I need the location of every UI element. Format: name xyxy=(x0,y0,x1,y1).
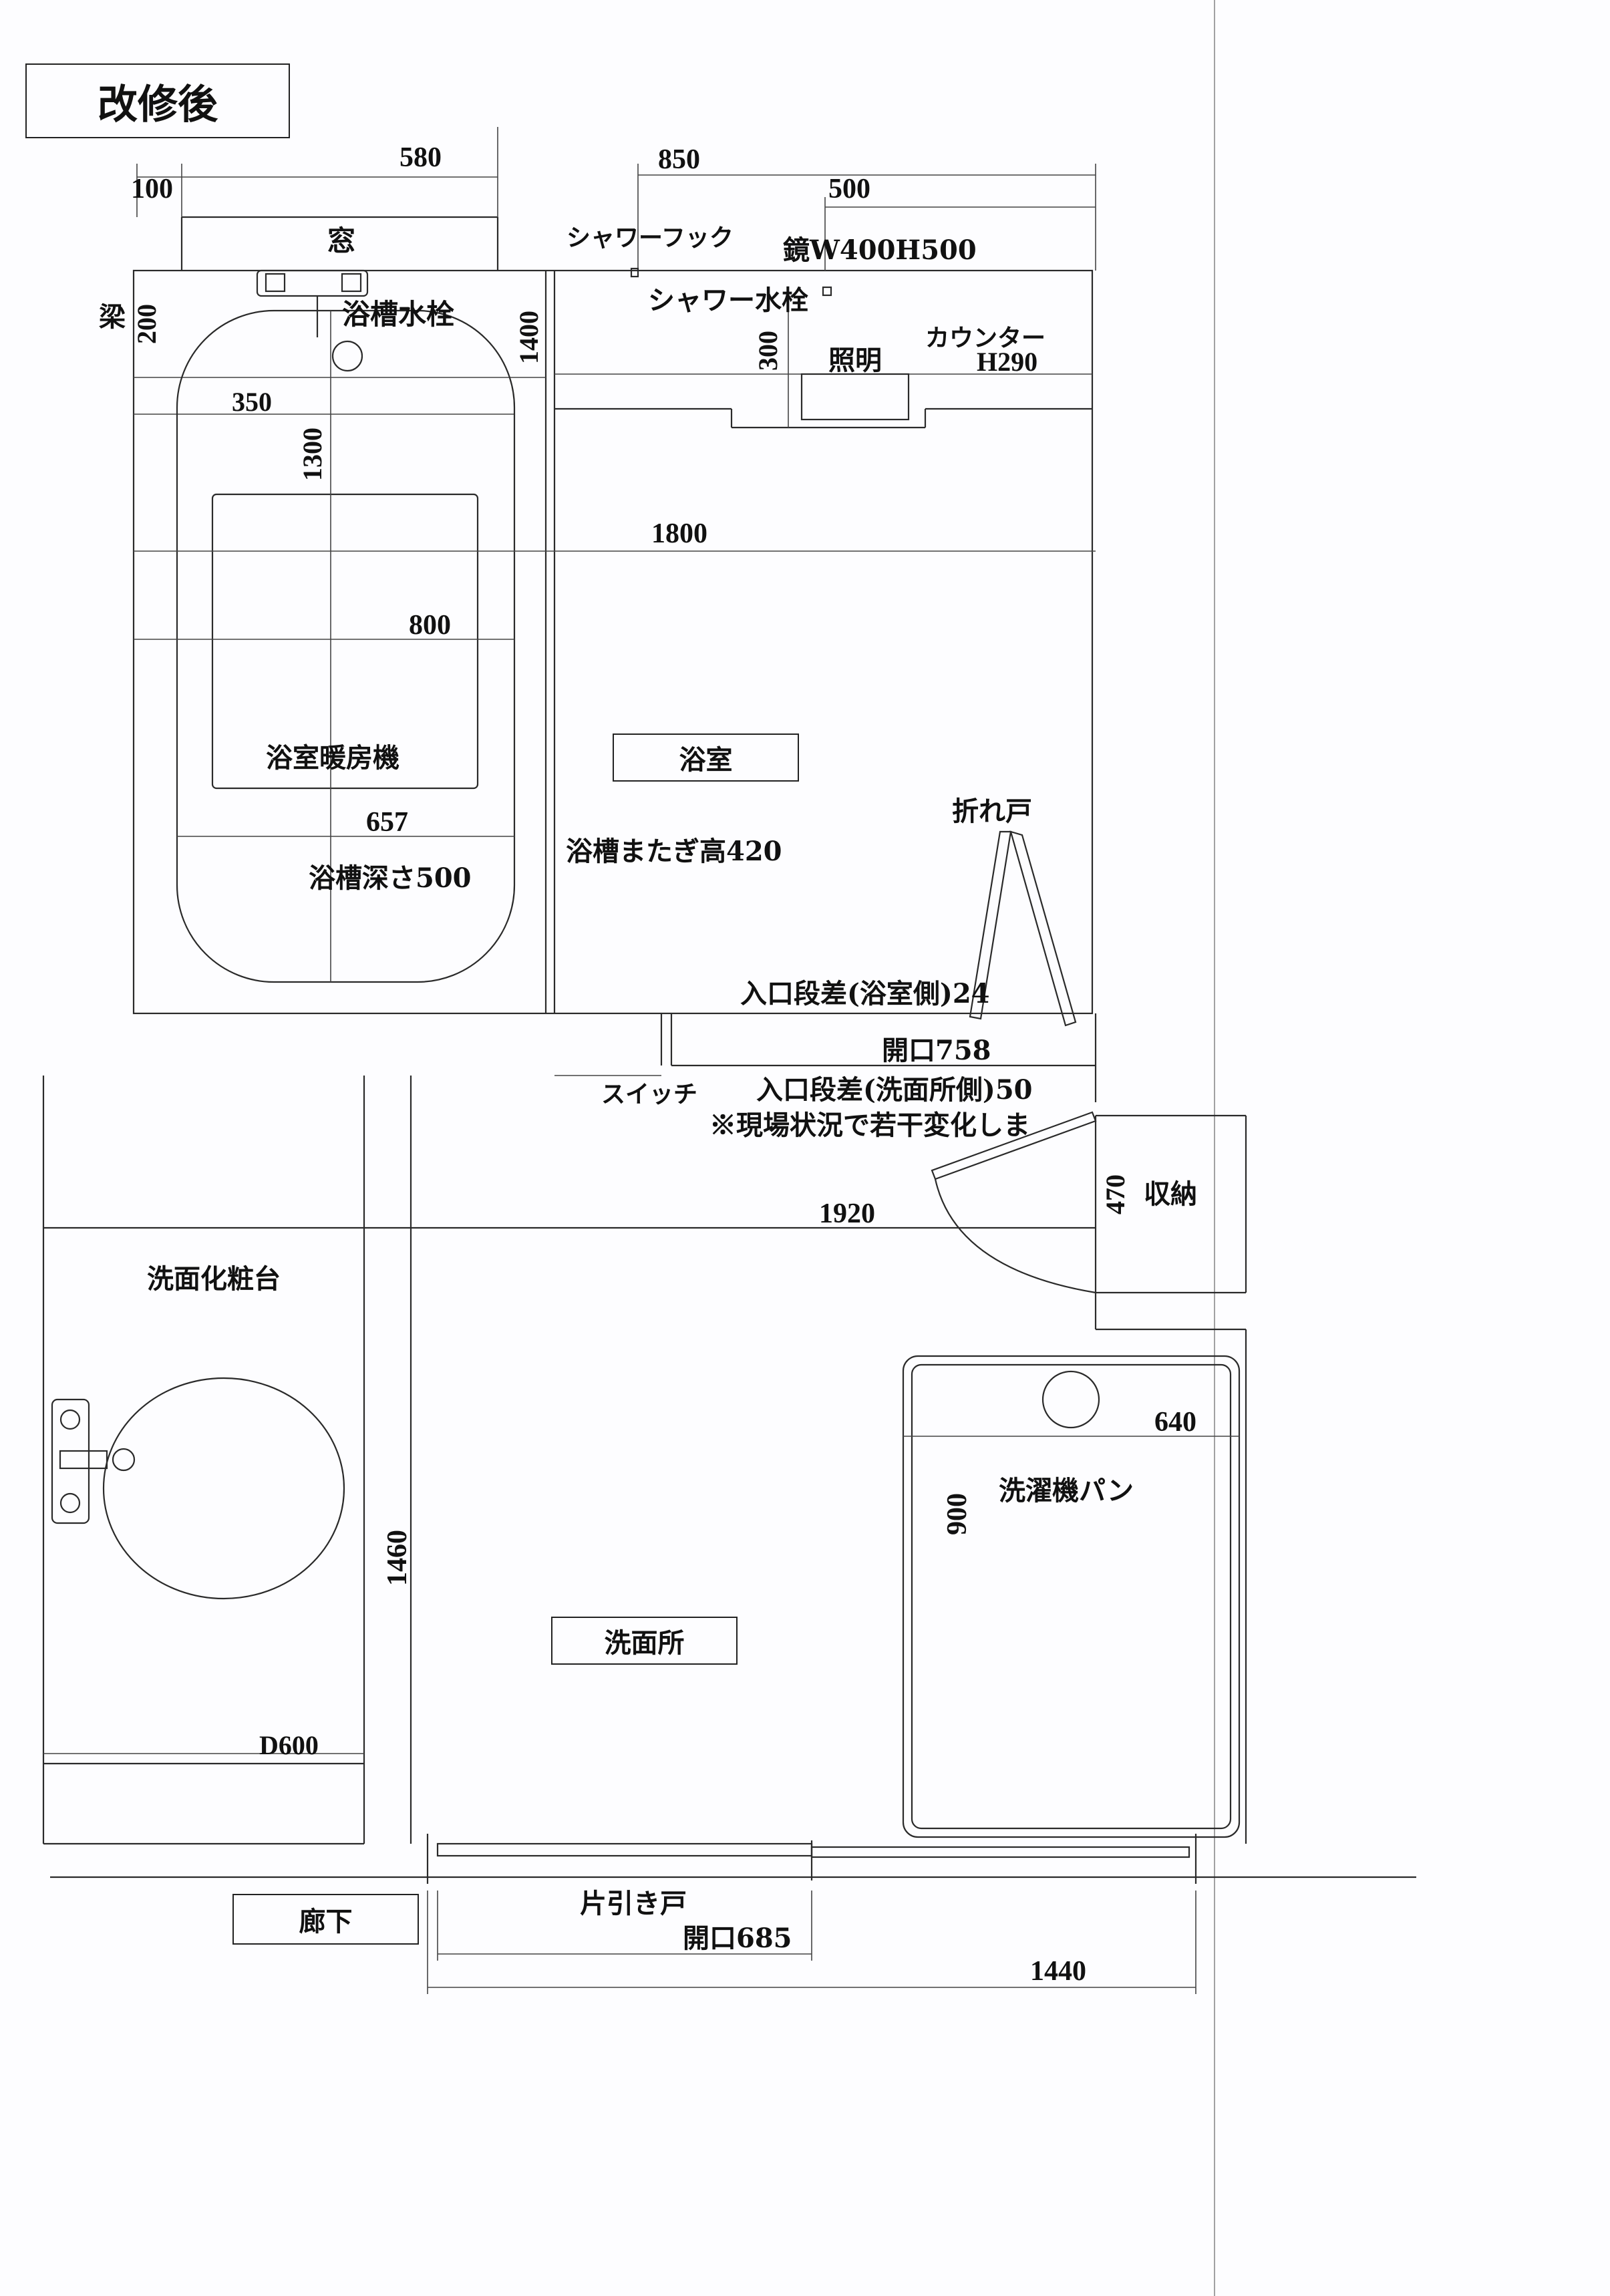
label-heater: 浴室暖房機 xyxy=(266,742,399,774)
page-title: 改修後 xyxy=(25,63,290,138)
label-folding-door: 折れ戸 xyxy=(952,796,1032,827)
storage-door xyxy=(931,1111,1097,1294)
label-sliding-door: 片引き戸 xyxy=(580,1888,687,1919)
top-dimensions xyxy=(136,127,1096,271)
dim-657: 657 xyxy=(366,807,408,838)
label-tub-depth: 浴槽深さ500 xyxy=(309,862,472,894)
bathroom-walls xyxy=(132,269,1094,1015)
dim-800: 800 xyxy=(409,610,451,641)
label-counter-height: H290 xyxy=(977,347,1038,377)
label-tub-faucet: 浴槽水栓 xyxy=(342,298,455,331)
washroom-walls xyxy=(42,1076,1416,1878)
bathtub xyxy=(134,269,516,983)
dim-200: 200 xyxy=(132,304,162,344)
label-note: ※現場状況で若干変化しま xyxy=(709,1110,1030,1141)
label-d600: D600 xyxy=(259,1730,319,1760)
label-opening-758: 開口758 xyxy=(882,1035,991,1066)
label-step-wash: 入口段差(洗面所側)50 xyxy=(756,1074,1033,1106)
dim-850: 850 xyxy=(658,144,700,175)
dim-580: 580 xyxy=(399,142,442,173)
washer-pan xyxy=(902,1355,1241,1838)
label-storage: 収納 xyxy=(1144,1178,1197,1210)
vanity xyxy=(51,1377,345,1600)
room-label-washroom: 洗面所 xyxy=(551,1617,738,1665)
label-washer-pan: 洗濯機パン xyxy=(999,1475,1134,1506)
room-label-bathroom: 浴室 xyxy=(613,733,799,782)
dim-100: 100 xyxy=(131,174,173,204)
dim-470: 470 xyxy=(1100,1174,1130,1214)
label-shower-hook: シャワーフック xyxy=(567,224,734,252)
label-vanity: 洗面化粧台 xyxy=(147,1263,281,1295)
dim-1440: 1440 xyxy=(1030,1956,1086,1987)
bathroom-entrance xyxy=(554,1013,1097,1102)
label-tub-step: 浴槽またぎ高420 xyxy=(566,836,782,867)
dim-350: 350 xyxy=(232,387,272,417)
label-step-bath: 入口段差(浴室側)24 xyxy=(740,978,990,1009)
sliding-door xyxy=(426,1834,1197,1884)
dim-1800: 1800 xyxy=(651,518,707,549)
bottom-dimensions xyxy=(427,1891,1196,1994)
dim-1460: 1460 xyxy=(382,1530,413,1586)
dim-900: 900 xyxy=(942,1493,973,1535)
dim-1300: 1300 xyxy=(297,428,327,481)
folding-door xyxy=(969,830,1077,1027)
counter xyxy=(554,267,1092,429)
label-window: 窓 xyxy=(327,224,356,257)
dim-1400: 1400 xyxy=(514,311,544,364)
window xyxy=(180,216,499,271)
label-shower-faucet: シャワー水栓 xyxy=(648,285,808,316)
label-mirror: 鏡W400H500 xyxy=(783,234,977,266)
label-switch: スイッチ xyxy=(601,1080,698,1108)
dim-1920: 1920 xyxy=(819,1198,875,1229)
label-lighting: 照明 xyxy=(828,345,882,376)
dim-640: 640 xyxy=(1154,1407,1196,1438)
room-label-corridor: 廊下 xyxy=(232,1894,419,1945)
label-counter: カウンター xyxy=(925,324,1046,352)
dim-300: 300 xyxy=(753,331,783,371)
label-opening-685: 開口685 xyxy=(683,1923,792,1954)
label-beam: 梁 xyxy=(99,301,126,333)
dim-500: 500 xyxy=(828,174,870,204)
